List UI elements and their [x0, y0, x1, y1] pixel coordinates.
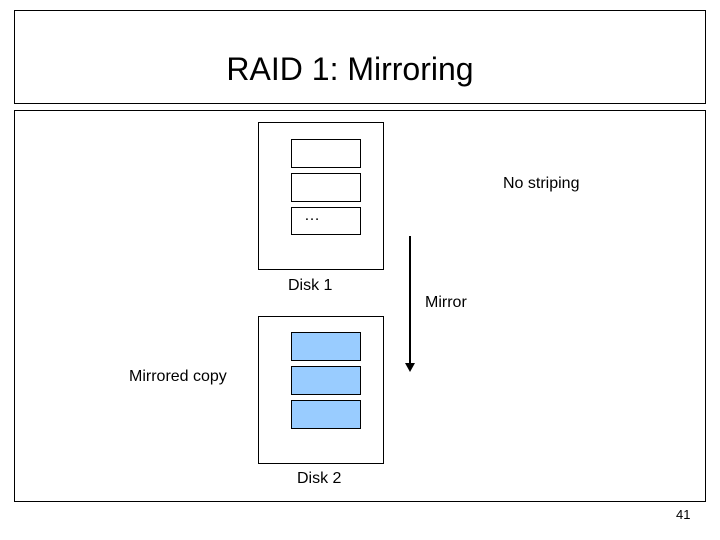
mirror-arrow-head — [405, 363, 415, 372]
disk-2-label: Disk 2 — [297, 470, 342, 487]
title-box: RAID 1: Mirroring — [14, 10, 706, 104]
slide-title: RAID 1: Mirroring — [226, 51, 474, 87]
disk-1-block-2 — [291, 173, 361, 202]
disk-1-label: Disk 1 — [288, 277, 333, 294]
disk-2-block-2 — [291, 366, 361, 395]
page-number: 41 — [676, 507, 691, 522]
mirror-arrow-line — [409, 236, 411, 366]
mirrored-copy-label: Mirrored copy — [129, 368, 227, 385]
content-box — [14, 110, 706, 502]
disk-1-block-ellipsis: … — [291, 207, 361, 235]
disk-2-block-1 — [291, 332, 361, 361]
ellipsis-text: … — [304, 207, 320, 224]
no-striping-label: No striping — [503, 175, 580, 192]
disk-2-block-3 — [291, 400, 361, 429]
disk-1-block-1 — [291, 139, 361, 168]
mirror-label: Mirror — [425, 294, 467, 311]
